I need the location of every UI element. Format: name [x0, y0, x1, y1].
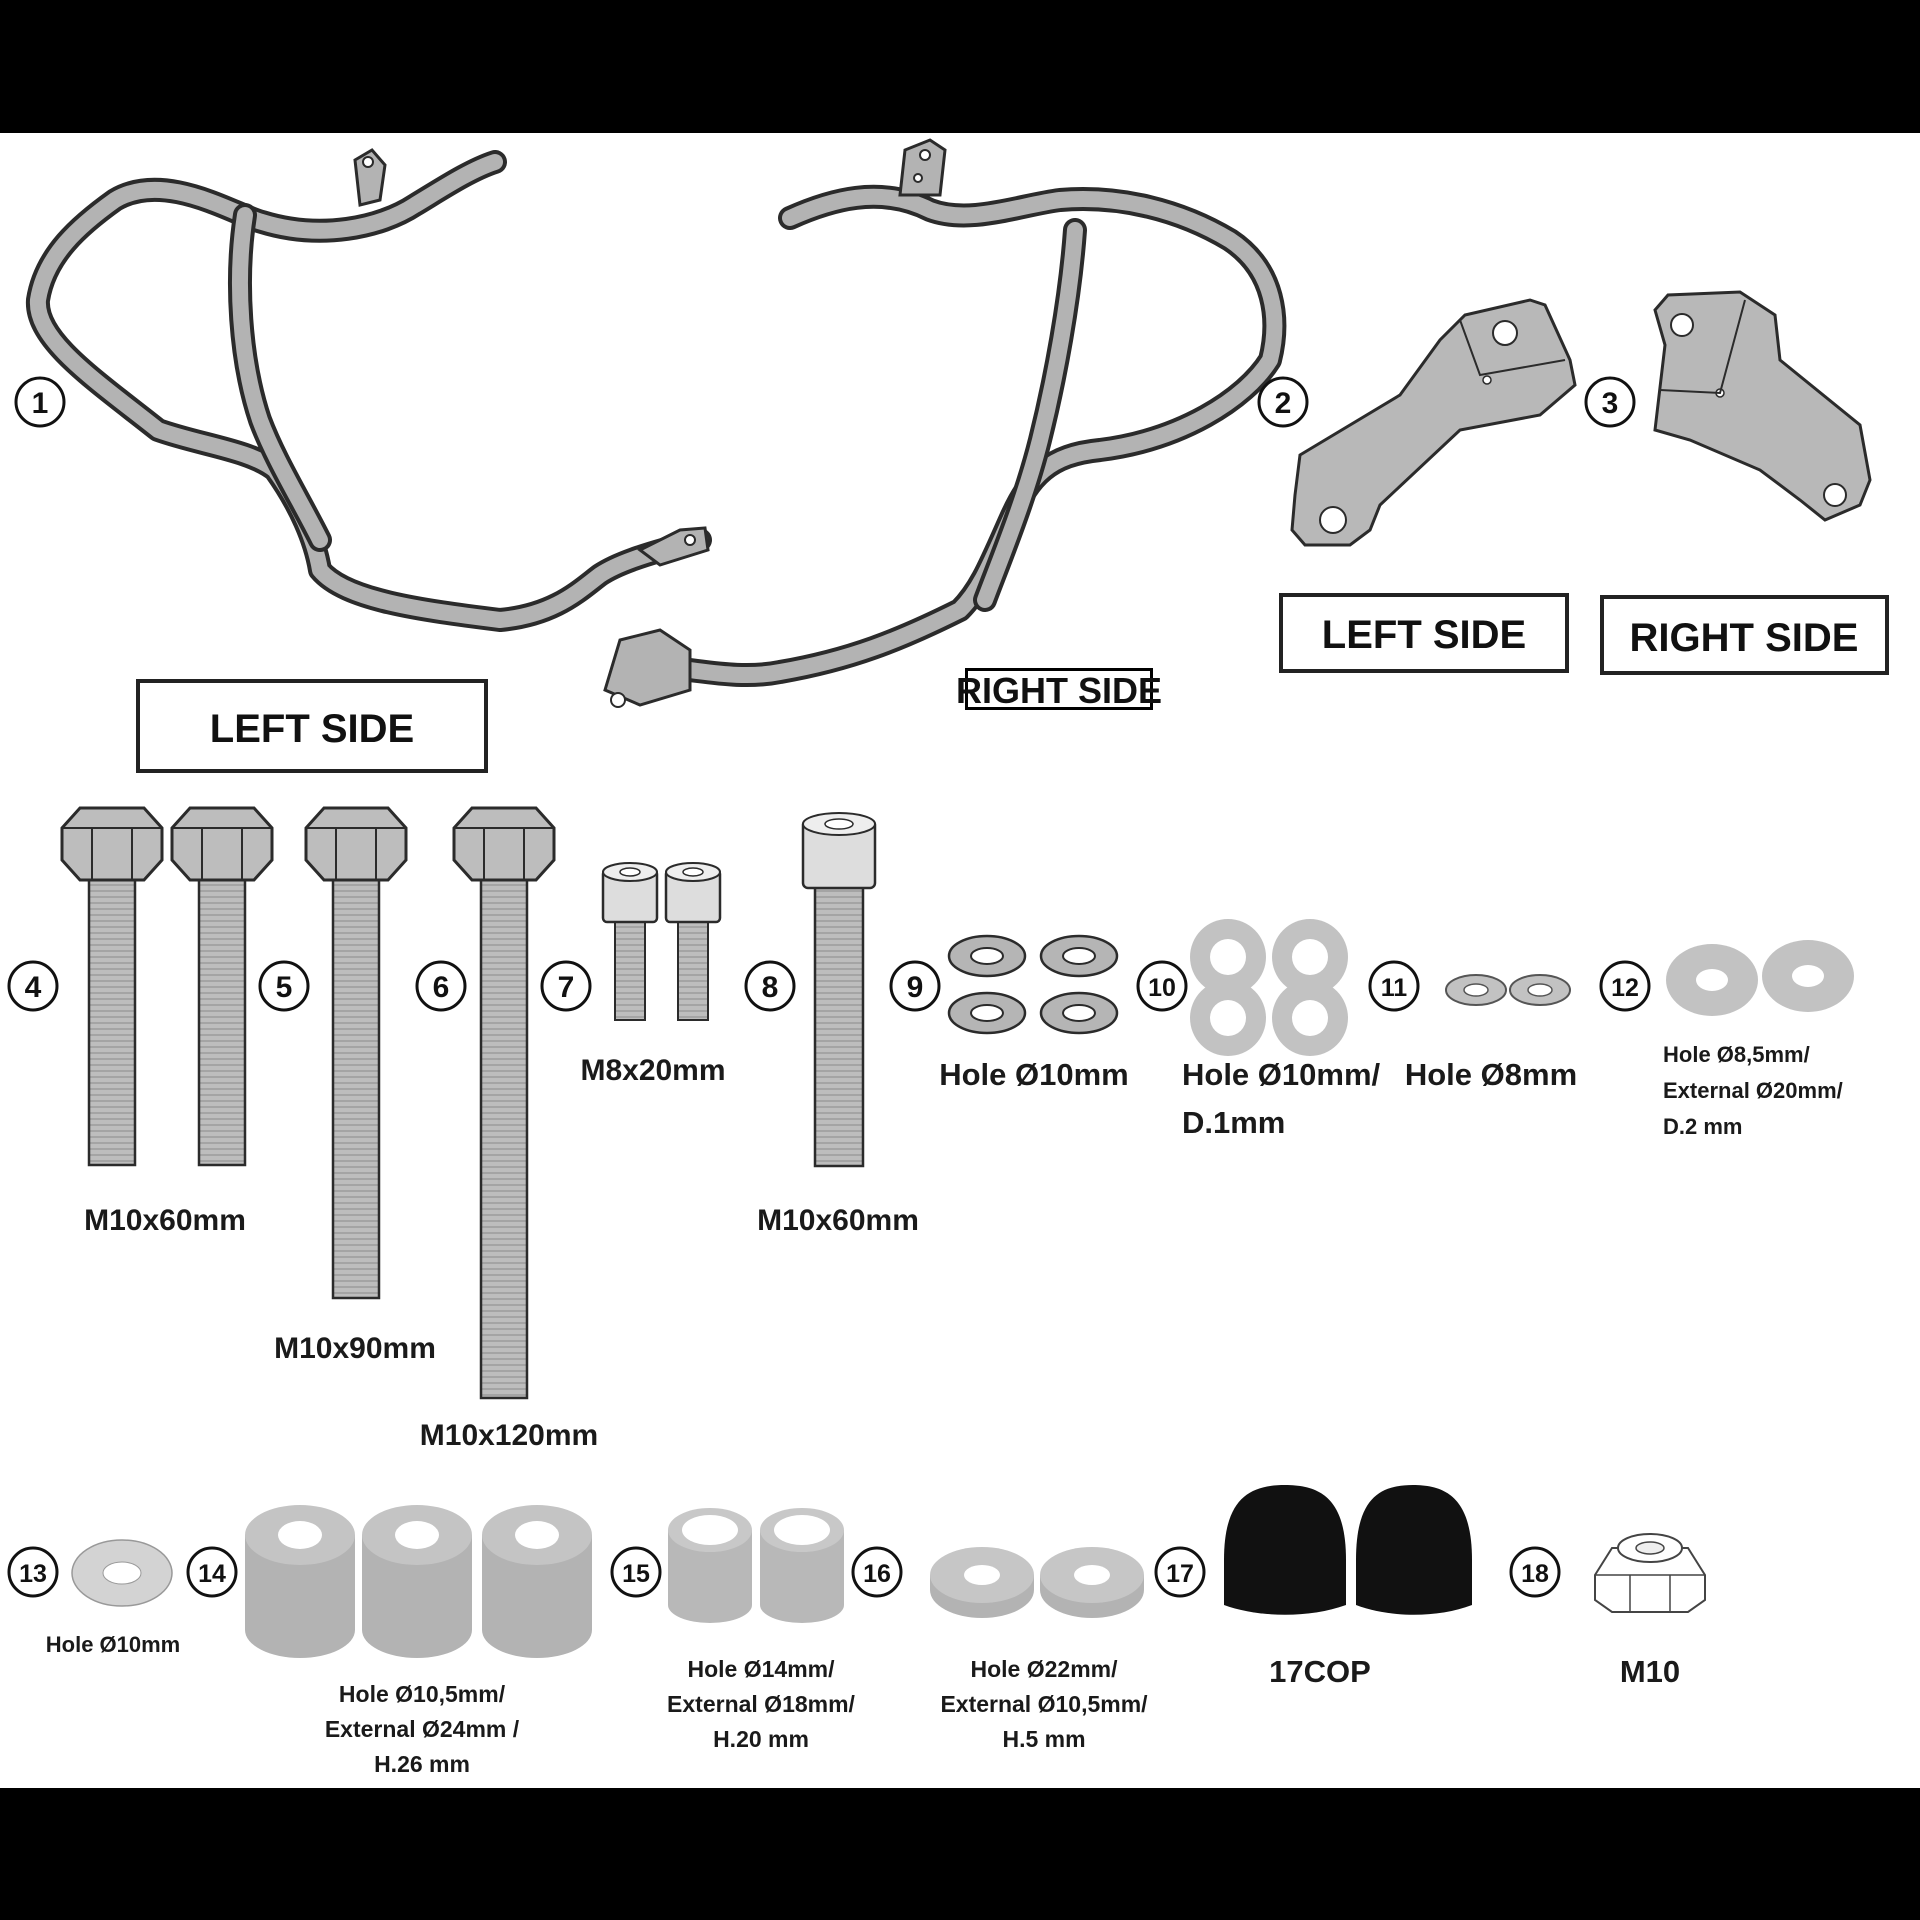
- part-number-15: 15: [610, 1546, 662, 1598]
- part-6a-hex-bolt: [304, 806, 408, 1300]
- brackets-right-side-box: RIGHT SIDE: [1600, 595, 1889, 675]
- part-number-18: 18: [1509, 1546, 1561, 1598]
- part-number-12: 12: [1599, 960, 1651, 1012]
- label-part-13: Hole Ø10mm: [46, 1632, 181, 1657]
- part-17-cap-nuts: [1224, 1485, 1472, 1615]
- part-number-1: 1: [14, 376, 66, 428]
- part-15-spacers: [668, 1508, 844, 1623]
- part-18-lock-nut: [1594, 1533, 1706, 1613]
- part-11-small-split-washers: [1445, 974, 1571, 1006]
- part-number-16: 16: [851, 1546, 903, 1598]
- part-3-right-bracket: [1653, 290, 1872, 522]
- label-part-14-line1: Hole Ø10,5mm/: [339, 1681, 506, 1707]
- label-part-15-line3: H.20 mm: [713, 1726, 809, 1752]
- svg-text:7: 7: [558, 971, 575, 1004]
- label-part-8: M10x60mm: [757, 1204, 919, 1237]
- part-number-4: 4: [7, 960, 59, 1012]
- label-part-16-line2: External Ø10,5mm/: [940, 1691, 1148, 1717]
- part-16-thick-washers: [930, 1547, 1144, 1618]
- part-14-spacers: [245, 1505, 592, 1658]
- label-part-11: Hole Ø8mm: [1405, 1057, 1577, 1092]
- svg-text:10: 10: [1148, 974, 1176, 1002]
- svg-text:18: 18: [1521, 1560, 1549, 1588]
- dimension-labels: M10x60mm M10x90mm M10x120mm M8x20mm M10x…: [46, 1042, 1843, 1777]
- svg-text:17: 17: [1166, 1560, 1194, 1588]
- bottom-black-band: [0, 1788, 1920, 1920]
- label-part-15-line1: Hole Ø14mm/: [688, 1656, 836, 1682]
- label-part-10-line1: Hole Ø10mm/: [1182, 1057, 1381, 1092]
- part-number-13: 13: [7, 1546, 59, 1598]
- part-number-2: 2: [1257, 376, 1309, 428]
- part-number-17: 17: [1154, 1546, 1206, 1598]
- svg-text:2: 2: [1275, 387, 1292, 420]
- part-number-11: 11: [1368, 960, 1420, 1012]
- label-part-14-line2: External Ø24mm /: [325, 1716, 520, 1742]
- label-part-4-5: M10x60mm: [84, 1204, 246, 1237]
- svg-text:12: 12: [1611, 974, 1639, 1002]
- bars-right-side-tag: RIGHT SIDE: [956, 668, 1162, 711]
- label-part-6a: M10x90mm: [274, 1332, 436, 1365]
- part-number-3: 3: [1584, 376, 1636, 428]
- part-number-14: 14: [186, 1546, 238, 1598]
- svg-text:15: 15: [622, 1560, 650, 1588]
- part-6b-hex-bolt: [452, 806, 556, 1400]
- brackets-right-side-label: RIGHT SIDE: [1630, 616, 1859, 660]
- right-crash-bar: [603, 138, 1287, 708]
- part-8-socket-screw: [801, 812, 877, 1168]
- bars-left-side-label: LEFT SIDE: [210, 707, 414, 751]
- label-part-12-line2: External Ø20mm/: [1663, 1078, 1843, 1103]
- part-10-flat-washers: [1190, 919, 1348, 1056]
- part-number-6: 6: [415, 960, 467, 1012]
- label-part-10-line2: D.1mm: [1182, 1105, 1285, 1140]
- part-number-circles: 1 2 3 4 5 6 7 8 9 10 11 12 13 14 15 16 1…: [7, 376, 1651, 1598]
- svg-text:6: 6: [433, 971, 450, 1004]
- label-part-7: M8x20mm: [580, 1054, 725, 1087]
- svg-text:1: 1: [32, 387, 49, 420]
- part-2-left-bracket: [1290, 298, 1577, 547]
- part-4-hex-bolt: [60, 806, 164, 1167]
- bars-right-side-label: RIGHT SIDE: [956, 670, 1162, 711]
- label-part-16-line1: Hole Ø22mm/: [971, 1656, 1119, 1682]
- label-part-16-line3: H.5 mm: [1002, 1726, 1085, 1752]
- svg-text:13: 13: [19, 1560, 47, 1588]
- part-5-hex-bolt: [170, 806, 274, 1167]
- part-number-10: 10: [1136, 960, 1188, 1012]
- label-part-9: Hole Ø10mm: [939, 1057, 1129, 1092]
- label-part-12-line1: Hole Ø8,5mm/: [1663, 1042, 1810, 1067]
- label-part-15-line2: External Ø18mm/: [667, 1691, 856, 1717]
- label-part-17: 17COP: [1269, 1654, 1371, 1689]
- part-9-split-washers: [947, 934, 1119, 1035]
- part-number-7: 7: [540, 960, 592, 1012]
- part-number-5: 5: [258, 960, 310, 1012]
- label-part-14-line3: H.26 mm: [374, 1751, 470, 1777]
- bars-left-side-box: LEFT SIDE: [136, 679, 488, 773]
- label-part-6b: M10x120mm: [420, 1419, 598, 1452]
- top-black-band: [0, 0, 1920, 133]
- brackets-left-side-box: LEFT SIDE: [1279, 593, 1569, 673]
- brackets-left-side-label: LEFT SIDE: [1322, 613, 1526, 657]
- part-12-washers: [1666, 940, 1854, 1016]
- part-1-left-crash-bar: [25, 148, 712, 632]
- svg-text:8: 8: [762, 971, 779, 1004]
- part-7-socket-screws: [601, 862, 722, 1021]
- part-number-9: 9: [889, 960, 941, 1012]
- part-13-washer: [71, 1539, 173, 1607]
- label-part-18: M10: [1620, 1654, 1680, 1689]
- svg-text:14: 14: [198, 1560, 226, 1588]
- svg-text:11: 11: [1381, 974, 1408, 1002]
- label-part-12-line3: D.2 mm: [1663, 1114, 1742, 1139]
- svg-text:3: 3: [1602, 387, 1619, 420]
- svg-text:5: 5: [276, 971, 293, 1004]
- svg-text:9: 9: [907, 971, 924, 1004]
- part-number-8: 8: [744, 960, 796, 1012]
- svg-text:16: 16: [863, 1560, 891, 1588]
- svg-text:4: 4: [25, 971, 42, 1004]
